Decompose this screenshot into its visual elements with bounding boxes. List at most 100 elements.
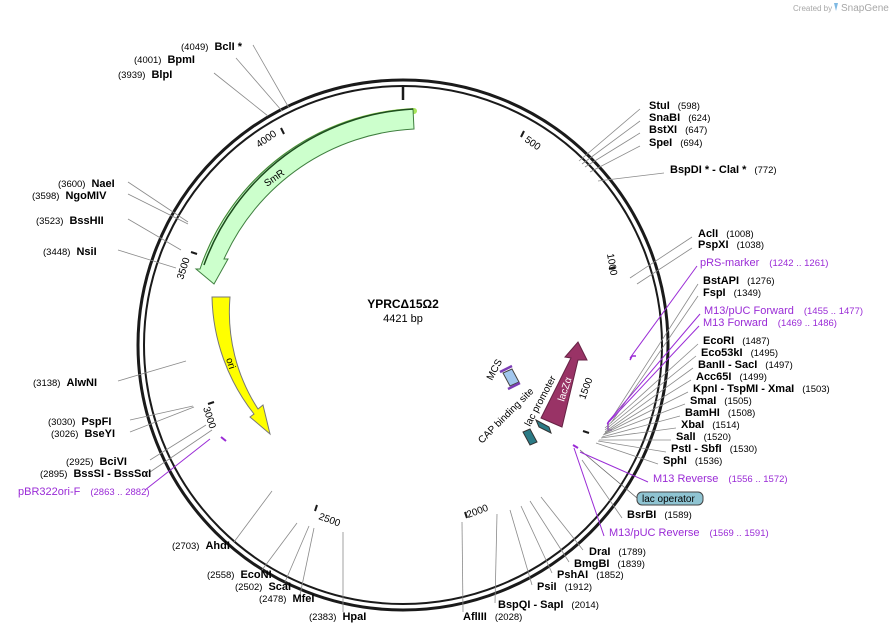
site-label[interactable]: PshAI(1852) bbox=[557, 569, 624, 581]
site-leader bbox=[540, 496, 584, 551]
site-leader bbox=[127, 218, 182, 251]
primer-label[interactable]: M13 Reverse(1556 .. 1572) bbox=[653, 473, 788, 485]
site-position: (598) bbox=[678, 101, 700, 112]
site-label[interactable]: (2558)EcoNI bbox=[207, 569, 272, 581]
site-label[interactable]: (4049)BclI * bbox=[181, 41, 243, 53]
site-position: (1789) bbox=[618, 547, 645, 558]
lac-promoter-box bbox=[534, 418, 552, 434]
site-position: (2925) bbox=[66, 457, 93, 468]
site-label[interactable]: FspI(1349) bbox=[703, 287, 761, 299]
tick-label: 500 bbox=[522, 134, 542, 153]
lac-operator-feature[interactable]: lac operator bbox=[579, 449, 704, 506]
primer-label[interactable]: pBR322ori-F(2863 .. 2882) bbox=[18, 486, 150, 498]
credit-text: Created by bbox=[793, 4, 832, 13]
site-label[interactable]: SnaBI(624) bbox=[649, 112, 710, 124]
site-name: AclI bbox=[698, 228, 718, 240]
site-label[interactable]: (2478)MfeI bbox=[259, 593, 314, 605]
site-label[interactable]: SpeI(694) bbox=[649, 137, 702, 149]
lacz-feature[interactable]: lacZα bbox=[540, 341, 588, 428]
site-leader bbox=[604, 367, 694, 433]
ori-feature[interactable]: ori bbox=[211, 296, 271, 436]
site-label[interactable]: EcoRI(1487) bbox=[703, 335, 770, 347]
tick-mark bbox=[190, 251, 198, 255]
site-label[interactable]: (2502)ScaI bbox=[235, 581, 291, 593]
site-label[interactable]: PspXI(1038) bbox=[698, 239, 764, 251]
site-leader bbox=[601, 415, 681, 438]
site-label[interactable]: (3939)BlpI bbox=[118, 69, 172, 81]
tick-label: 2000 bbox=[465, 503, 490, 521]
primer-label[interactable]: M13 Forward(1469 .. 1486) bbox=[703, 317, 837, 329]
site-label[interactable]: Eco53kI(1495) bbox=[701, 347, 778, 359]
site-label[interactable]: PsiI(1912) bbox=[537, 581, 592, 593]
site-label[interactable]: (3138)AlwNI bbox=[33, 377, 97, 389]
site-position: (2895) bbox=[40, 469, 67, 480]
site-leader bbox=[581, 120, 641, 165]
site-name: DraI bbox=[589, 546, 610, 558]
site-label[interactable]: KpnI - TspMI - XmaI(1503) bbox=[693, 383, 830, 395]
site-label[interactable]: AflIII(2028) bbox=[463, 611, 522, 623]
site-label[interactable]: XbaI(1514) bbox=[681, 419, 740, 431]
site-label[interactable]: BanII - SacI(1497) bbox=[698, 359, 793, 371]
site-position: (2558) bbox=[207, 570, 234, 581]
primer-label[interactable]: M13/pUC Forward(1455 .. 1477) bbox=[704, 305, 863, 317]
site-position: (624) bbox=[688, 113, 710, 124]
primer-leader bbox=[629, 265, 698, 359]
site-label[interactable]: (2895)BssSI - BssSαI bbox=[40, 468, 151, 480]
site-position: (772) bbox=[754, 165, 776, 176]
site-position: (1852) bbox=[596, 570, 623, 581]
site-label[interactable]: BstAPI(1276) bbox=[703, 275, 775, 287]
site-leader bbox=[584, 132, 641, 168]
site-position: (1495) bbox=[751, 348, 778, 359]
site-name: BstXI bbox=[649, 124, 677, 136]
site-leader bbox=[597, 172, 665, 182]
site-label[interactable]: BspQI - SapI(2014) bbox=[498, 599, 599, 611]
primer-label[interactable]: M13/pUC Reverse(1569 .. 1591) bbox=[609, 527, 769, 539]
site-label[interactable]: SalI(1520) bbox=[676, 431, 731, 443]
site-label[interactable]: PstI - SbfI(1530) bbox=[671, 443, 757, 455]
site-label[interactable]: BamHI(1508) bbox=[685, 407, 755, 419]
tick-label: 1500 bbox=[577, 376, 595, 401]
site-label[interactable]: (3523)BssHII bbox=[36, 215, 104, 227]
tick-mark bbox=[520, 130, 525, 138]
site-label[interactable]: (2703)AhdI bbox=[172, 540, 230, 552]
tick-mark bbox=[314, 504, 318, 512]
site-label[interactable]: DraI (1789) bbox=[589, 546, 646, 558]
site-label[interactable]: (3598)NgoMIV bbox=[32, 190, 107, 202]
brand-text: SnapGene bbox=[841, 3, 889, 14]
primer-name: M13/pUC Reverse bbox=[609, 527, 699, 539]
site-name: Acc65I bbox=[696, 371, 731, 383]
plasmid-length: 4421 bp bbox=[383, 313, 423, 325]
site-label[interactable]: BstXI(647) bbox=[649, 124, 707, 136]
site-label[interactable]: (4001)BpmI bbox=[134, 54, 195, 66]
site-label[interactable]: SphI(1536) bbox=[663, 455, 722, 467]
smr-feature[interactable]: SmR bbox=[194, 108, 417, 285]
primer-label[interactable]: pRS-marker(1242 .. 1261) bbox=[700, 257, 828, 269]
site-label[interactable]: (2925)BciVI bbox=[66, 456, 127, 468]
tick-mark bbox=[464, 511, 468, 519]
ori-label: ori bbox=[223, 357, 237, 371]
site-label[interactable]: (3030)PspFI bbox=[48, 416, 111, 428]
site-position: (1497) bbox=[765, 360, 792, 371]
smr-highlight bbox=[201, 108, 417, 268]
site-leader bbox=[604, 355, 697, 431]
site-label[interactable]: BsrBI(1589) bbox=[627, 509, 692, 521]
site-label[interactable]: BspDI * - ClaI *(772) bbox=[670, 164, 777, 176]
primer-range: (2863 .. 2882) bbox=[90, 487, 149, 498]
site-position: (1008) bbox=[726, 229, 753, 240]
smr-arrow bbox=[194, 108, 415, 285]
site-label[interactable]: Acc65I(1499) bbox=[696, 371, 767, 383]
site-name: HpaI bbox=[342, 611, 366, 623]
tick-label: 2500 bbox=[317, 511, 342, 529]
site-label[interactable]: StuI(598) bbox=[649, 100, 700, 112]
site-label[interactable]: (3026)BseYI bbox=[51, 428, 115, 440]
site-label[interactable]: (2383)HpaI bbox=[309, 611, 366, 623]
site-position: (1839) bbox=[617, 559, 644, 570]
site-label[interactable]: (3448)NsiI bbox=[43, 246, 97, 258]
site-name: PspXI bbox=[698, 239, 729, 251]
mcs-feature[interactable]: MCS bbox=[485, 357, 521, 391]
site-label[interactable]: BmgBI(1839) bbox=[574, 558, 645, 570]
site-position: (3030) bbox=[48, 417, 75, 428]
site-label[interactable]: SmaI(1505) bbox=[690, 395, 752, 407]
site-label[interactable]: (3600)NaeI bbox=[58, 178, 115, 190]
site-label[interactable]: AclI (1008) bbox=[698, 228, 754, 240]
